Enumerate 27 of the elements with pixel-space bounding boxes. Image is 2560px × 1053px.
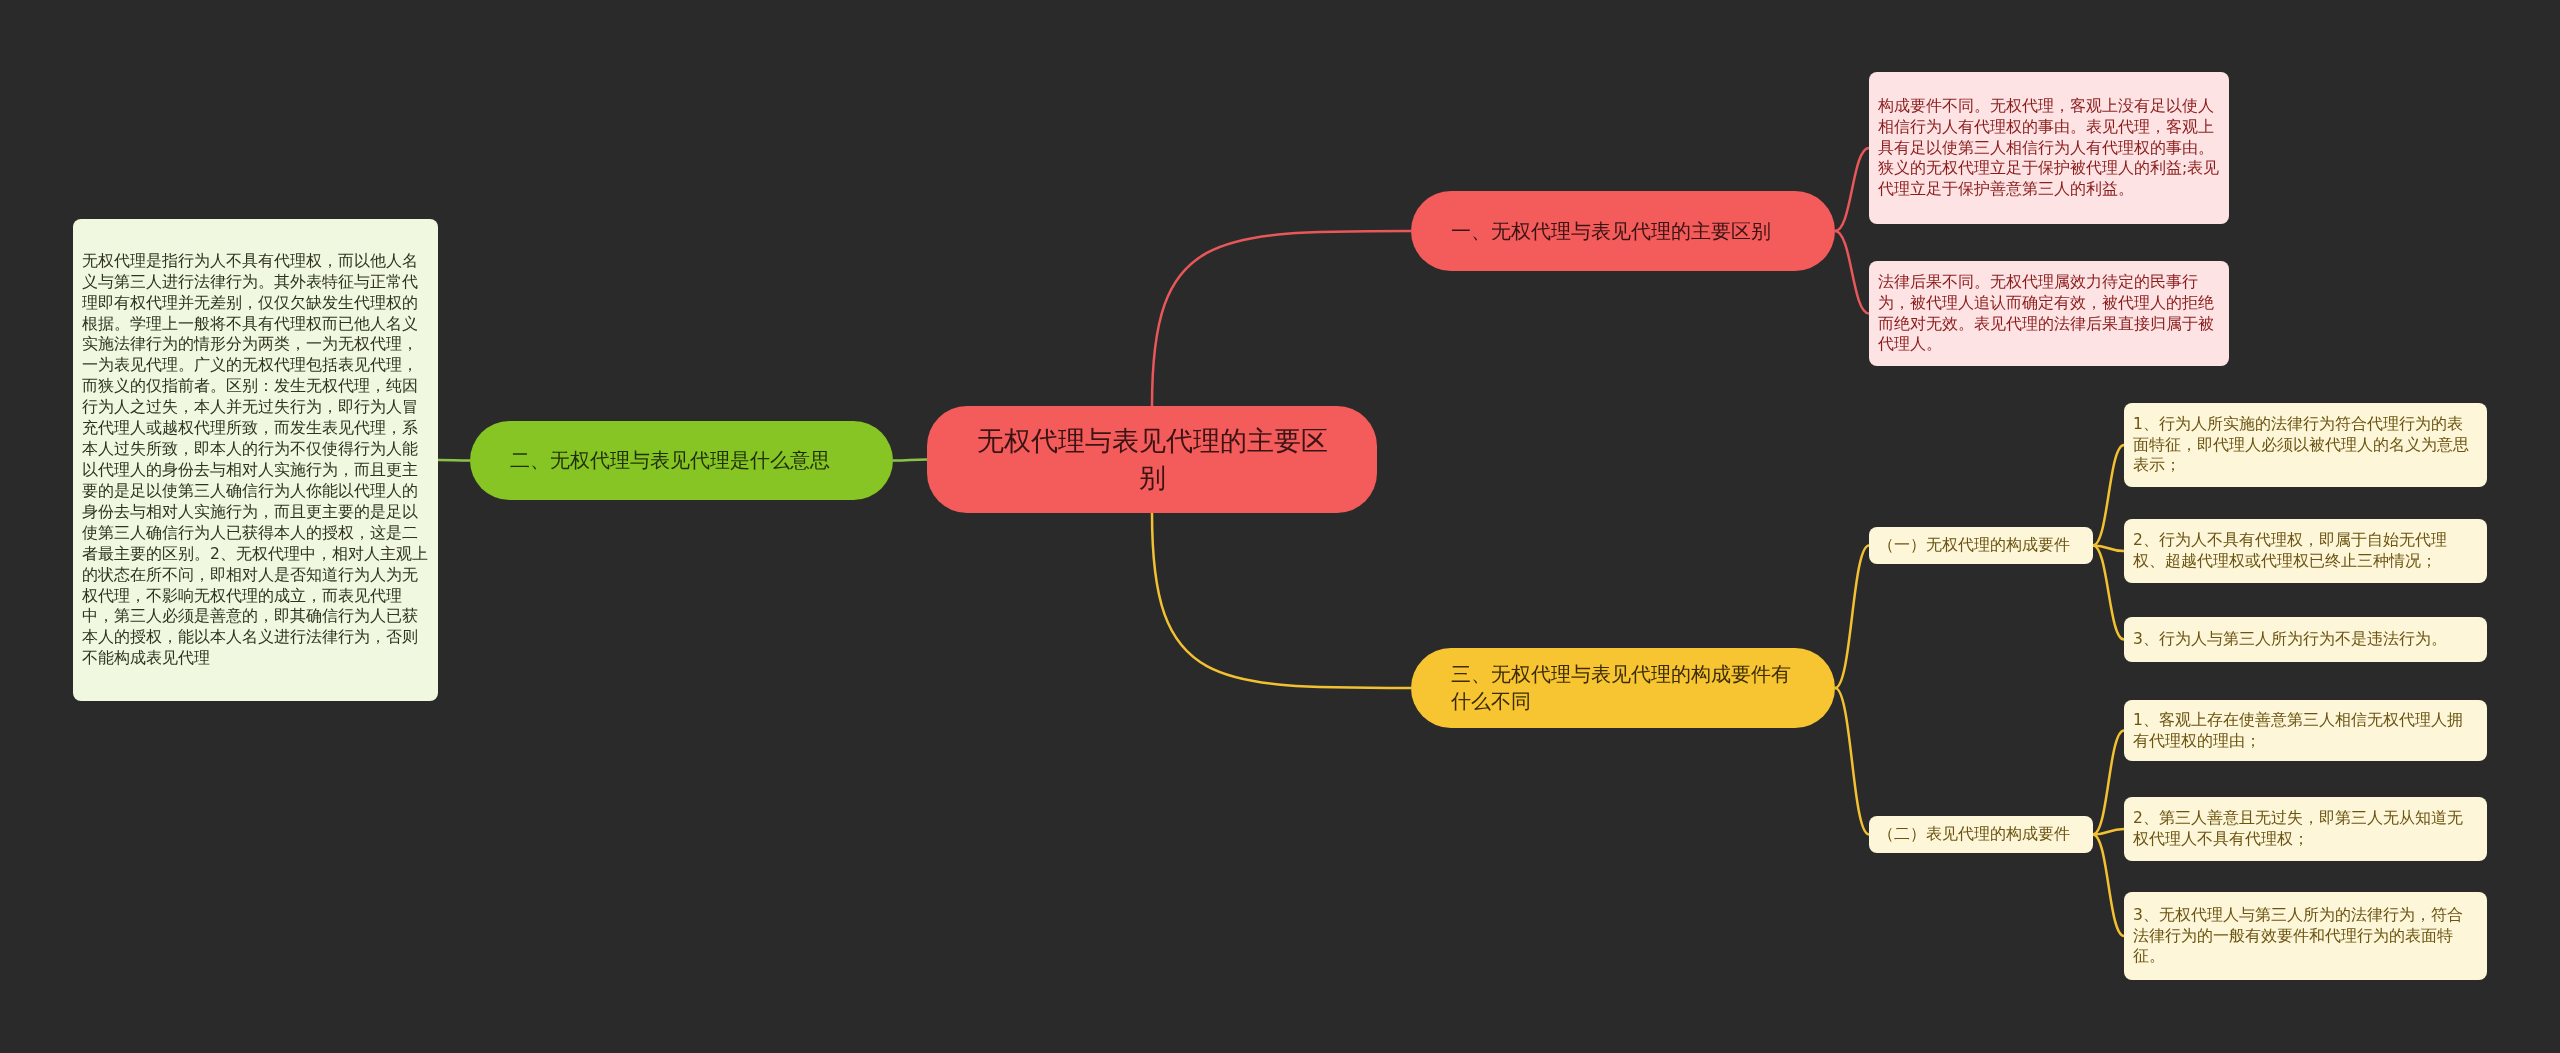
note-card: 法律后果不同。无权代理属效力待定的民事行为，被代理人追认而确定有效，被代理人的拒绝而绝对无效。表见代理的法律后果直接归属于被代理人。	[1869, 261, 2229, 366]
subtopic-box: （一）无权代理的构成要件	[1869, 527, 2093, 564]
connector-line	[1834, 544, 1870, 689]
branch-topic: 三、无权代理与表见代理的构成要件有什么不同	[1411, 648, 1835, 728]
subtopic-box: 1、客观上存在使善意第三人相信无权代理人拥有代理权的理由；	[2124, 700, 2487, 761]
connector-line	[893, 458, 927, 462]
connector-line	[1834, 229, 1870, 315]
central-topic: 无权代理与表见代理的主要区别	[927, 406, 1377, 513]
connector-line	[1150, 512, 1411, 690]
connector-line	[2092, 443, 2125, 547]
subtopic-box: 3、无权代理人与第三人所为的法律行为，符合法律行为的一般有效要件和代理行为的表面特征。	[2124, 892, 2487, 980]
connector-line	[438, 458, 470, 462]
connector-line	[1834, 146, 1870, 233]
connector-line	[2092, 544, 2125, 641]
subtopic-box: （二）表见代理的构成要件	[1869, 816, 2093, 853]
subtopic-box: 3、行为人与第三人所为行为不是违法行为。	[2124, 617, 2487, 662]
subtopic-box: 2、第三人善意且无过失，即第三人无从知道无权代理人不具有代理权；	[2124, 797, 2487, 861]
subtopic-box: 2、行为人不具有代理权，即属于自始无代理权、超越代理权或代理权已终止三种情况；	[2124, 519, 2487, 583]
note-card: 构成要件不同。无权代理，客观上没有足以使人相信行为人有代理权的事由。表见代理，客观上具有足以使第三人相信行为人有代理权的事由。狭义的无权代理立足于保护被代理人的利益;表见代理立足于保护善意第三人的利益。	[1869, 72, 2229, 224]
branch-topic: 二、无权代理与表见代理是什么意思	[470, 421, 893, 500]
connector-line	[1150, 229, 1411, 407]
connector-line	[1834, 687, 1870, 836]
note-card: 无权代理是指行为人不具有代理权，而以他人名义与第三人进行法律行为。其外表特征与正常代理即有权代理并无差别，仅仅欠缺发生代理权的根据。学理上一般将不具有代理权而已他人名义实施法律行为的情形分为两类，一为无权代理，一为表见代理。广义的无权代理包括表见代理，而狭义的仅指前者。区别：发生无权代理，纯因行为人之过失，本人并无过失行为，即行为人冒充代理人或越权代理所致，而发生表见代理，系本人过失所致，即本人的行为不仅使得行为人能以代理人的身份去与相对人实施行为，而且更主要的是足以使第三人确信行为人你能以代理人的身份去与相对人实施行为，而且更主要的是足以使第三人确信行为人已获得本人的授权，这是二者最主要的区别。2、无权代理中，相对人主观上的状态在所不问，即相对人是否知道行为人为无权代理，不影响无权代理的成立，而表见代理中，第三人必须是善意的，即其确信行为人已获本人的授权，能以本人名义进行法律行为，否则不能构成表见代理	[73, 219, 438, 701]
connector-line	[2092, 833, 2125, 938]
branch-topic: 一、无权代理与表见代理的主要区别	[1411, 191, 1835, 271]
subtopic-box: 1、行为人所实施的法律行为符合代理行为的表面特征，即代理人必须以被代理人的名义为意思表示；	[2124, 403, 2487, 487]
connector-line	[2092, 729, 2125, 836]
